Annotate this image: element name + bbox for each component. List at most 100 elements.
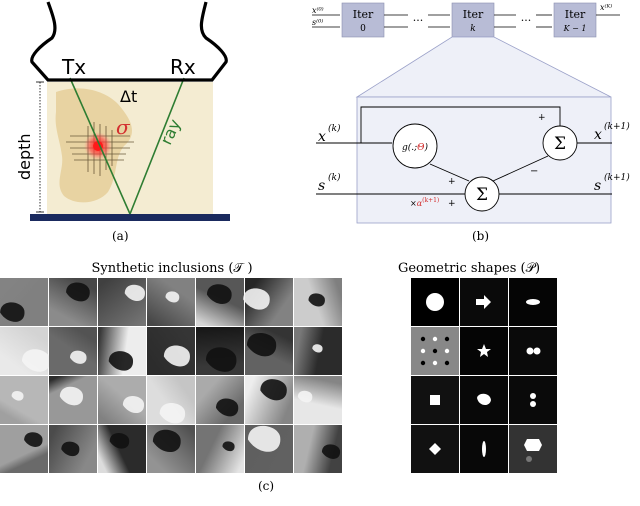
g-label: g(.;Θ)	[402, 142, 429, 153]
alpha-sup: (k+1)	[422, 197, 439, 204]
iter-block-last	[553, 2, 597, 38]
shape-thumbnail	[460, 376, 508, 424]
alpha-label: ×α(k+1)	[410, 197, 439, 208]
plus-mid: +	[448, 177, 456, 187]
iter-block-0-title: Iter	[353, 8, 374, 21]
inclusion-thumbnail	[0, 376, 48, 424]
input-s0: s⁽⁰⁾	[312, 18, 323, 27]
iter-block-last-sub: K − 1	[563, 24, 587, 33]
iter-block-k	[451, 2, 495, 38]
inclusion-thumbnail	[196, 376, 244, 424]
x-out-sup: (k+1)	[604, 121, 630, 132]
synthetic-inclusions-grid	[0, 278, 342, 473]
panel-d-title: Geometric shapes (𝒫)	[398, 261, 540, 276]
depth-label: depth	[15, 133, 34, 180]
inclusion-thumbnail	[98, 278, 146, 326]
caption-a: (a)	[112, 229, 129, 243]
delta-t-label: Δt	[120, 87, 137, 106]
panel-c-title: Synthetic inclusions (𝒯 )	[91, 261, 252, 276]
panel-b: x⁽⁰⁾ s⁽⁰⁾ Iter 0 ··· Iter k ··· Iter K −…	[312, 2, 630, 243]
inclusion-thumbnail	[147, 278, 195, 326]
shape-thumbnail	[460, 327, 508, 375]
inclusion-thumbnail	[294, 425, 342, 473]
s-in-label: s	[318, 178, 325, 194]
input-x0: x⁽⁰⁾	[312, 6, 324, 15]
panel-d: Geometric shapes (𝒫)	[398, 261, 557, 473]
minus-label: −	[530, 166, 538, 177]
iter-block-last-title: Iter	[565, 8, 586, 21]
skip-connection	[360, 106, 561, 143]
inclusion-thumbnail	[196, 278, 244, 326]
inclusion-thumbnail	[196, 425, 244, 473]
shape-thumbnail	[509, 425, 557, 473]
s-out-sup: (k+1)	[604, 172, 630, 183]
inclusion-thumbnail	[147, 327, 195, 375]
inclusion-thumbnail	[245, 425, 293, 473]
transducer-base	[30, 214, 230, 221]
tx-label: Tx	[61, 55, 86, 79]
g-label-pre: g(.;	[402, 142, 417, 153]
inclusion-thumbnail	[49, 278, 97, 326]
ellipsis-1: ···	[413, 14, 424, 27]
inclusion-thumbnail	[245, 327, 293, 375]
shape-thumbnail	[411, 425, 459, 473]
probe-outline	[30, 1, 228, 82]
iter-block-0-sub: 0	[360, 24, 366, 34]
shape-thumbnail	[509, 278, 557, 326]
inclusion-thumbnail	[0, 278, 48, 326]
inclusion-thumbnail	[243, 278, 293, 326]
shape-thumbnail	[411, 376, 459, 424]
inclusion-thumbnail	[0, 425, 48, 473]
inclusion-thumbnail	[98, 327, 146, 375]
rx-label: Rx	[170, 55, 196, 79]
inclusion-thumbnail	[98, 376, 146, 424]
inclusion-thumbnail	[49, 425, 97, 473]
ray-left	[69, 77, 131, 215]
ray-right	[129, 77, 185, 215]
inclusion-thumbnail	[245, 376, 293, 424]
sigma-label: σ	[116, 115, 131, 139]
inclusion-thumbnail	[294, 278, 342, 326]
s-out-label: s	[594, 178, 601, 194]
shape-thumbnail	[411, 327, 459, 375]
inclusion-thumbnail	[49, 327, 97, 375]
iter-block-0	[341, 2, 385, 38]
inclusion-thumbnail	[0, 327, 51, 375]
g-operator	[392, 123, 438, 169]
alpha-symbol: α	[417, 199, 423, 208]
iter-block-k-sub: k	[470, 24, 475, 34]
shape-thumbnail	[509, 376, 557, 424]
s-in-sup: (k)	[328, 172, 341, 183]
caption-c: (c)	[258, 479, 274, 493]
caption-b: (b)	[472, 229, 489, 243]
iter-block-k-title: Iter	[463, 8, 484, 21]
shape-thumbnail	[509, 327, 557, 375]
plus-alpha: +	[448, 199, 456, 209]
zoom-region	[355, 36, 612, 98]
sum-to-sum	[492, 155, 549, 182]
output-top: x⁽ᴷ⁾	[600, 3, 612, 12]
inclusion-thumbnail	[294, 376, 342, 424]
sum-lower-label: Σ	[476, 185, 488, 205]
x-in-sup: (k)	[328, 123, 341, 134]
g-to-sum	[429, 163, 470, 182]
shape-thumbnail	[460, 425, 508, 473]
panel-c: Synthetic inclusions (𝒯 ) (c)	[0, 261, 342, 493]
panel-a: Tx Rx Δt σ ray depth (a)	[15, 1, 230, 243]
inclusion-thumbnail	[98, 425, 146, 473]
x-in-label: x	[318, 129, 326, 145]
x-out-label: x	[594, 127, 602, 143]
ellipsis-2: ···	[521, 14, 532, 27]
geometric-shapes-grid	[411, 278, 557, 473]
plus-top: +	[538, 113, 546, 123]
inclusion-thumbnail	[147, 376, 195, 424]
sum-upper-label: Σ	[554, 134, 566, 154]
alpha-pre: ×	[410, 199, 417, 208]
inclusion-thumbnail	[294, 327, 342, 375]
inclusion-thumbnail	[49, 376, 97, 424]
inclusion-thumbnail	[196, 327, 244, 375]
inclusion-thumbnail	[147, 425, 195, 473]
g-label-post: )	[424, 142, 429, 153]
g-label-theta: Θ	[417, 143, 425, 153]
